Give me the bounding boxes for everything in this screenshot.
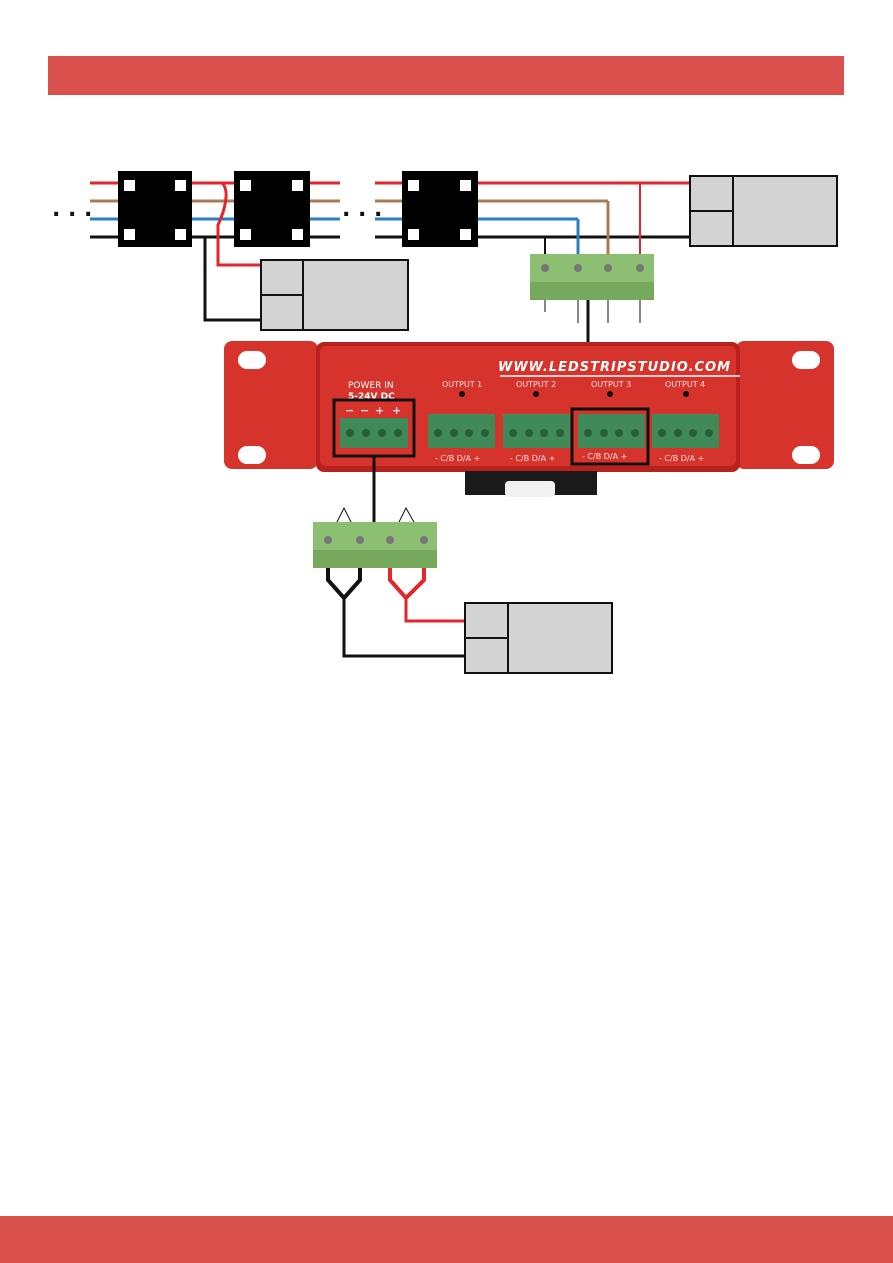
power-supply-box <box>260 259 409 331</box>
ellipsis-left: . . . <box>52 197 92 222</box>
output-port-3: OUTPUT 3 - C/B D/A + <box>570 380 650 466</box>
power-pin-mark: − <box>360 404 369 417</box>
power-pin-mark: − <box>345 404 354 417</box>
output-port-4: OUTPUT 4 - C/B D/A + <box>652 380 719 463</box>
voltage-label: 5-24V DC <box>348 392 395 402</box>
output-terminal-block <box>530 254 654 323</box>
brand-url: WWW.LEDSTRIPSTUDIO.COM <box>498 360 731 375</box>
led-chip <box>402 171 478 247</box>
power-supply-box <box>464 602 613 674</box>
output-3-label: OUTPUT 3 <box>591 380 631 389</box>
led-chip <box>234 171 310 247</box>
output-port-2: OUTPUT 2 - C/B D/A + <box>503 380 570 463</box>
power-supply-wires <box>326 568 466 658</box>
power-pin-mark: + <box>375 404 384 417</box>
rack-hole <box>238 351 266 369</box>
output-2-label: OUTPUT 2 <box>516 380 556 389</box>
output-port-1: OUTPUT 1 - C/B D/A + <box>428 380 495 463</box>
output-1-label: OUTPUT 1 <box>442 380 482 389</box>
power-in-label: POWER IN <box>348 381 394 391</box>
output-2-pins: - C/B D/A + <box>510 454 555 463</box>
power-pin-mark: + <box>392 404 401 417</box>
output-3-pins: - C/B D/A + <box>582 452 627 461</box>
footer-bar <box>0 1216 893 1263</box>
ellipsis-middle: . . . <box>342 197 382 222</box>
header-bar <box>48 56 844 95</box>
rack-hole <box>792 446 820 464</box>
rack-hole <box>238 446 266 464</box>
output-4-pins: - C/B D/A + <box>659 454 704 463</box>
power-terminal-block <box>313 506 437 568</box>
output-1-pins: - C/B D/A + <box>435 454 480 463</box>
power-input-connector: − − + + <box>332 398 416 458</box>
output-4-label: OUTPUT 4 <box>665 380 705 389</box>
power-supply-box <box>689 175 838 247</box>
rack-hole <box>792 351 820 369</box>
led-chip <box>118 171 192 247</box>
